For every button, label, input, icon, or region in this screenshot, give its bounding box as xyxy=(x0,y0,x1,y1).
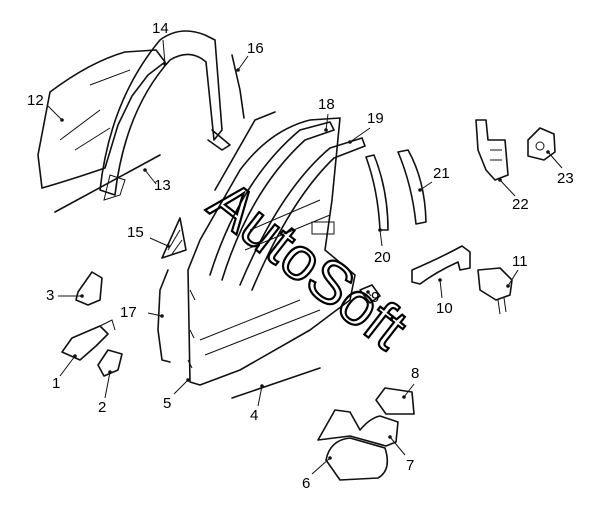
leader-line-12 xyxy=(47,105,63,121)
leader-line-10 xyxy=(439,279,443,299)
leader-line-20 xyxy=(379,229,383,247)
leader-line-13 xyxy=(144,169,157,185)
leader-line-4 xyxy=(257,385,263,407)
leader-line-16 xyxy=(237,55,249,71)
part-run-channel-outer xyxy=(209,121,335,281)
leader-line-15 xyxy=(149,237,169,247)
part-door-seal xyxy=(157,269,171,363)
leader-line-22 xyxy=(499,179,516,197)
callout-5: 5 xyxy=(163,395,171,412)
leader-line-2 xyxy=(104,371,111,399)
part-run-channel-inner xyxy=(239,137,366,291)
leader-dot-5 xyxy=(186,378,190,382)
part-moulding-21 xyxy=(397,149,427,225)
callout-10: 10 xyxy=(436,300,453,317)
part-mirror-housing xyxy=(325,437,389,481)
leader-dot-18 xyxy=(324,128,328,132)
callout-20: 20 xyxy=(374,249,391,266)
leader-lines xyxy=(47,39,563,475)
leader-dot-10 xyxy=(438,278,442,282)
leader-dot-21 xyxy=(418,188,422,192)
leader-dot-13 xyxy=(143,168,147,172)
callout-13: 13 xyxy=(154,177,171,194)
leader-dot-14 xyxy=(163,62,167,66)
leader-dot-7 xyxy=(388,435,392,439)
callout-17: 17 xyxy=(120,304,137,321)
callout-1: 1 xyxy=(52,375,60,392)
leader-line-19 xyxy=(349,127,371,143)
callout-6: 6 xyxy=(302,475,310,492)
leader-dot-8 xyxy=(402,395,406,399)
leader-dot-17 xyxy=(160,314,164,318)
leader-dot-4 xyxy=(260,384,264,388)
callout-8: 8 xyxy=(411,365,419,382)
leader-dot-11 xyxy=(506,284,510,288)
leader-line-17 xyxy=(147,312,163,317)
leader-line-8 xyxy=(403,383,415,398)
leader-dot-2 xyxy=(108,370,112,374)
part-door-shell xyxy=(187,117,356,386)
part-door-lock xyxy=(475,119,509,181)
part-door-glass xyxy=(37,49,166,189)
part-lower-channel xyxy=(54,154,161,213)
part-window-frame xyxy=(99,30,231,201)
callout-15: 15 xyxy=(127,224,144,241)
leader-dot-12 xyxy=(60,118,64,122)
part-hinge-lower xyxy=(97,349,123,377)
part-door-check xyxy=(61,319,116,361)
leader-dot-15 xyxy=(166,244,170,248)
leader-dot-16 xyxy=(236,68,240,72)
leader-dot-19 xyxy=(348,140,352,144)
leader-line-7 xyxy=(389,436,406,456)
part-mirror-glass xyxy=(375,387,415,415)
part-bracket-9 xyxy=(359,284,381,304)
callout-22: 22 xyxy=(512,196,529,213)
part-window-strip xyxy=(214,111,276,191)
leader-dot-20 xyxy=(378,228,382,232)
leader-line-23 xyxy=(547,151,563,169)
callout-9: 9 xyxy=(371,289,379,306)
callout-21: 21 xyxy=(433,165,450,182)
leader-dot-22 xyxy=(498,178,502,182)
part-lock-cylinder xyxy=(477,267,513,315)
part-weatherstrip xyxy=(231,54,245,119)
part-mirror-base xyxy=(317,409,399,447)
callout-16: 16 xyxy=(247,40,264,57)
leader-dot-9 xyxy=(366,290,370,294)
callout-7: 7 xyxy=(406,457,414,474)
callout-14: 14 xyxy=(152,20,169,37)
leader-line-6 xyxy=(311,457,331,475)
part-hinge-upper xyxy=(75,271,103,306)
leader-dot-23 xyxy=(546,150,550,154)
leader-dot-1 xyxy=(73,354,77,358)
callout-19: 19 xyxy=(367,110,384,127)
callout-2: 2 xyxy=(98,399,106,416)
leader-line-21 xyxy=(419,181,433,191)
part-corner-piece xyxy=(161,217,187,259)
callout-12: 12 xyxy=(27,92,44,109)
callout-4: 4 xyxy=(250,407,258,424)
callout-18: 18 xyxy=(318,96,335,113)
part-mirror xyxy=(317,387,415,481)
part-outer-handle xyxy=(411,245,471,285)
leader-dot-3 xyxy=(80,294,84,298)
part-lower-moulding xyxy=(231,367,321,399)
callout-11: 11 xyxy=(512,253,528,270)
callout-23: 23 xyxy=(557,170,574,187)
leader-line-14 xyxy=(162,39,166,65)
leader-line-1 xyxy=(59,355,76,377)
part-moulding-20 xyxy=(365,154,389,231)
leader-line-11 xyxy=(507,269,519,287)
leader-dot-6 xyxy=(328,456,332,460)
part-lock-bracket xyxy=(527,127,556,161)
callout-3: 3 xyxy=(46,287,54,304)
leader-line-18 xyxy=(325,113,329,131)
leader-line-5 xyxy=(173,379,189,395)
